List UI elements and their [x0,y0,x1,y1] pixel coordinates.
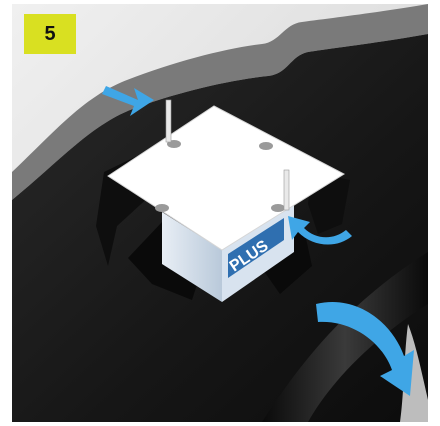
roof-membrane-illustration: PLUS [12,4,428,422]
box-hole-4 [271,204,285,212]
box-hole-3 [155,204,169,212]
anchor-pin-1 [166,100,171,142]
box-hole-2 [259,142,273,150]
illustration-frame: PLUS 5 [12,4,428,422]
anchor-pin-2 [284,170,289,210]
step-number-badge: 5 [24,14,76,54]
